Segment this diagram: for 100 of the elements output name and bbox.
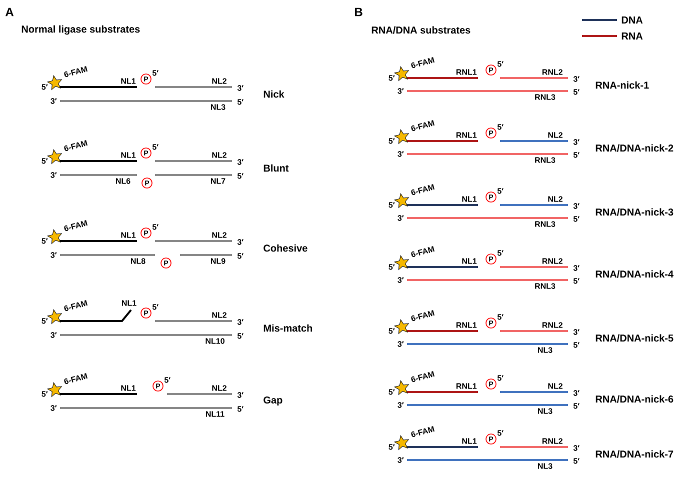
end-label: 3′ — [573, 203, 580, 209]
strand-label: NL2 — [548, 196, 562, 202]
strand-label: RNL3 — [535, 157, 556, 163]
strand-label: RNL1 — [456, 383, 477, 389]
substrate-name: Nick — [264, 90, 284, 98]
substrate-name: RNA/DNA-nick-7 — [596, 450, 674, 458]
end-label: 5′ — [164, 377, 170, 383]
end-label: 5′ — [573, 278, 580, 284]
strand-label: NL1 — [462, 258, 477, 264]
end-label: 5′ — [42, 158, 48, 164]
end-label: 3′ — [50, 172, 57, 178]
end-label: 5′ — [152, 144, 158, 150]
strand-label: RNL2 — [542, 438, 562, 444]
substrate-name: RNA/DNA-nick-3 — [596, 208, 674, 216]
strand-label: RNL1 — [456, 132, 477, 138]
strand-label: NL10 — [206, 338, 224, 344]
panel-title: RNA/DNA substrates — [372, 26, 470, 34]
strand-label: NL3 — [538, 408, 552, 414]
end-label: 5′ — [573, 152, 580, 158]
strand-label: RNL3 — [535, 221, 556, 227]
fluorophore-label: 6-FAM — [411, 184, 434, 196]
end-label: 3′ — [573, 265, 580, 271]
fluorophore-label: 6-FAM — [411, 426, 434, 438]
end-label: 5′ — [237, 173, 244, 179]
strand-label: NL7 — [210, 178, 226, 184]
end-label: 5′ — [237, 99, 244, 105]
strand-label: NL2 — [548, 132, 562, 138]
end-label: 5′ — [497, 430, 504, 436]
end-label: 3′ — [398, 457, 404, 463]
substrate-name: RNA-nick-1 — [596, 81, 649, 89]
fluorophore-label: 6-FAM — [411, 120, 434, 132]
strand-label: NL2 — [548, 383, 562, 389]
end-label: 5′ — [237, 253, 244, 259]
substrate-name: Cohesive — [264, 244, 308, 252]
strand-label: NL9 — [210, 258, 226, 264]
end-label: 3′ — [50, 405, 57, 411]
end-label: 5′ — [573, 342, 580, 348]
panel-letter: B — [355, 8, 362, 16]
end-label: 5′ — [388, 444, 395, 450]
panel-letter: A — [6, 8, 14, 16]
end-label: 5′ — [152, 224, 158, 230]
fluorophore-label: 6-FAM — [411, 310, 434, 322]
end-label: 3′ — [50, 332, 57, 338]
legend-label: DNA — [622, 16, 643, 24]
end-label: 3′ — [398, 88, 404, 94]
strand-label: NL6 — [116, 178, 130, 184]
strand-label: NL2 — [212, 78, 226, 84]
end-label: 5′ — [573, 458, 580, 464]
strand-label: NL1 — [122, 300, 136, 306]
strand-label: RNL1 — [456, 69, 477, 75]
end-label: 3′ — [237, 159, 244, 165]
fluorophore-label: 6-FAM — [64, 140, 88, 152]
end-label: 5′ — [497, 250, 504, 256]
substrate-name: RNA/DNA-nick-4 — [596, 270, 674, 278]
strand-label: NL8 — [130, 258, 146, 264]
end-label: 3′ — [237, 239, 244, 245]
substrate-name: RNA/DNA-nick-2 — [596, 144, 674, 152]
end-label: 5′ — [388, 328, 395, 334]
end-label: 5′ — [42, 84, 48, 90]
substrate-name: RNA/DNA-nick-5 — [596, 334, 674, 342]
end-label: 3′ — [573, 76, 580, 82]
strand-label: NL2 — [212, 312, 226, 318]
strand-label: NL1 — [121, 385, 136, 391]
end-label: 5′ — [388, 202, 395, 208]
end-label: 3′ — [50, 98, 57, 104]
fluorophore-label: 6-FAM — [64, 220, 88, 232]
end-label: 5′ — [573, 216, 580, 222]
strand-label: NL2 — [212, 232, 226, 238]
end-label: 5′ — [152, 70, 158, 76]
end-label: 3′ — [237, 392, 244, 398]
end-label: 5′ — [42, 391, 48, 397]
end-label: 3′ — [398, 151, 404, 157]
fluorophore-label: 6-FAM — [411, 371, 434, 382]
end-label: 5′ — [497, 124, 504, 130]
fluorophore-label: 6-FAM — [64, 66, 88, 78]
strand-label: RNL3 — [535, 283, 556, 289]
end-label: 5′ — [573, 89, 580, 95]
strand-label: NL2 — [212, 152, 226, 158]
fluorophore-label: 6-FAM — [411, 57, 434, 68]
end-label: 3′ — [237, 319, 244, 325]
panel-title: Normal ligase substrates — [22, 25, 140, 35]
end-label: 5′ — [388, 138, 395, 144]
strand-label: NL1 — [462, 196, 477, 202]
end-label: 5′ — [152, 304, 158, 310]
strand-label: NL3 — [538, 463, 552, 469]
end-label: 5′ — [388, 75, 395, 81]
legend-label: RNA — [622, 32, 643, 40]
strand-label: RNL3 — [535, 94, 556, 100]
end-label: 5′ — [388, 264, 395, 270]
end-label: 5′ — [497, 375, 504, 381]
end-label: 3′ — [573, 139, 580, 145]
end-label: 3′ — [573, 329, 580, 335]
strand-label: NL1 — [121, 152, 136, 158]
fluorophore-label: 6-FAM — [64, 373, 88, 384]
end-label: 3′ — [237, 85, 244, 91]
end-label: 3′ — [573, 445, 580, 451]
strand-label: NL3 — [210, 104, 226, 110]
strand-label: NL3 — [538, 347, 552, 353]
substrate-name: Mis-match — [264, 324, 312, 332]
end-label: 3′ — [398, 341, 404, 347]
